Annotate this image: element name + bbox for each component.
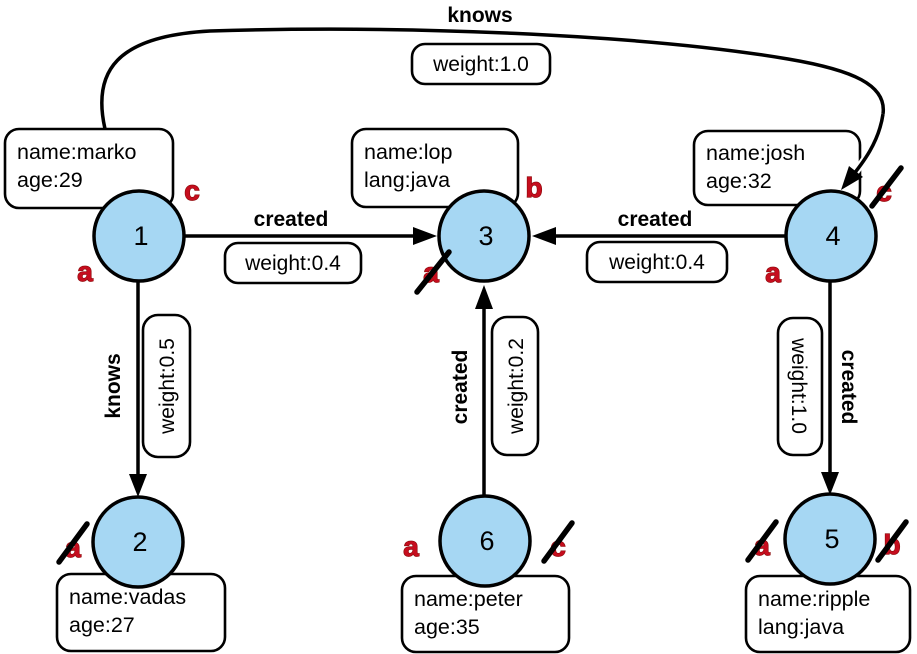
weight-box-4-3 <box>585 240 729 284</box>
edge-label-knows-1-2: knows <box>102 353 125 418</box>
arrowhead-1-2 <box>129 474 147 497</box>
node-2-prop-line2: age:27 <box>69 613 135 637</box>
marker-a-node-6: a <box>403 531 419 562</box>
graph-node-4 <box>784 189 878 283</box>
node-5-prop-line1: name:ripple <box>758 587 870 611</box>
edge-label-created-4-3: created <box>618 208 693 231</box>
graph-node-2 <box>91 495 185 589</box>
nodes-layer: 1 3 4 2 6 5 <box>91 189 878 589</box>
edge-label-created-1-3: created <box>254 208 329 231</box>
node-4-properties: name:josh age:32 <box>692 129 862 207</box>
graph-node-1 <box>92 189 186 283</box>
marker-b-node-3: b <box>525 172 542 203</box>
node-2-id: 2 <box>132 527 147 557</box>
strike-a-node-5 <box>745 519 779 563</box>
weight-text-1-3: weight:0.4 <box>244 252 341 275</box>
edge-label-created-6-3: created <box>449 350 472 425</box>
node-3-id: 3 <box>478 221 493 251</box>
marker-a-node-1: a <box>77 256 93 287</box>
strike-b-node-5 <box>875 519 909 563</box>
node-6-properties: name:peter age:35 <box>400 574 571 654</box>
weight-box-1-3 <box>223 241 363 285</box>
weight-box-6-3 <box>490 315 540 457</box>
strike-c-node-4 <box>869 165 904 209</box>
node-6-prop-line2: age:35 <box>414 615 480 639</box>
markers-layer: c a b a c a a a c a b <box>56 165 909 565</box>
weight-text-4-3: weight:0.4 <box>608 251 705 274</box>
node-1-id: 1 <box>133 221 148 251</box>
node-6-id: 6 <box>479 526 494 556</box>
edge-knows-1-4-arrow-segment <box>841 113 887 190</box>
arrowhead-4-3 <box>532 227 556 245</box>
node-5-prop-line2: lang:java <box>758 615 844 639</box>
weight-text-6-3: weight:0.2 <box>505 338 528 435</box>
arrowhead-1-3 <box>413 227 437 245</box>
node-3-prop-line2: lang:java <box>364 168 450 192</box>
graph-node-3 <box>437 189 531 283</box>
graph-node-6 <box>438 494 532 588</box>
edge-labels-layer: knows weight:1.0 created weight:0.4 crea… <box>100 2 862 459</box>
node-4-prop-line2: age:32 <box>706 169 772 193</box>
node-4-id: 4 <box>825 221 840 251</box>
weight-text-4-5: weight:1.0 <box>787 337 810 434</box>
node-4-prop-line1: name:josh <box>706 141 805 165</box>
weight-box-4-5 <box>776 316 824 457</box>
node-3-prop-line1: name:lop <box>364 140 452 164</box>
weight-text-1-4: weight:1.0 <box>432 53 529 76</box>
edge-knows-1-4 <box>100 27 885 134</box>
node-1-prop-line2: age:29 <box>17 168 83 192</box>
arrowhead-6-3 <box>475 285 493 309</box>
property-boxes-layer: name:marko age:29 name:lop lang:java nam… <box>3 127 912 654</box>
edge-label-created-4-5: created <box>837 350 860 425</box>
arrowhead-1-4 <box>841 166 863 190</box>
node-1-prop-line1: name:marko <box>17 140 137 164</box>
strike-c-node-6 <box>541 520 575 564</box>
node-1-properties: name:marko age:29 <box>3 127 175 210</box>
weight-box-1-4 <box>410 42 552 86</box>
node-5-properties: name:ripple lang:java <box>744 574 912 654</box>
edge-label-knows-1-4: knows <box>447 4 512 27</box>
weight-box-1-2 <box>141 313 192 459</box>
graph-node-5 <box>783 492 877 586</box>
node-5-id: 5 <box>824 524 839 554</box>
weight-text-1-2: weight:0.5 <box>156 338 179 435</box>
strike-a-node-2 <box>56 521 90 565</box>
node-2-properties: name:vadas age:27 <box>55 572 227 653</box>
marker-a-node-4: a <box>765 257 781 288</box>
node-3-properties: name:lop lang:java <box>350 127 520 209</box>
node-6-prop-line1: name:peter <box>414 587 523 611</box>
marker-c-node-1: c <box>184 175 200 206</box>
strike-a-node-3 <box>414 249 452 295</box>
node-2-prop-line1: name:vadas <box>69 585 186 609</box>
edges-layer <box>98 25 887 497</box>
arrowhead-4-5 <box>821 472 839 495</box>
